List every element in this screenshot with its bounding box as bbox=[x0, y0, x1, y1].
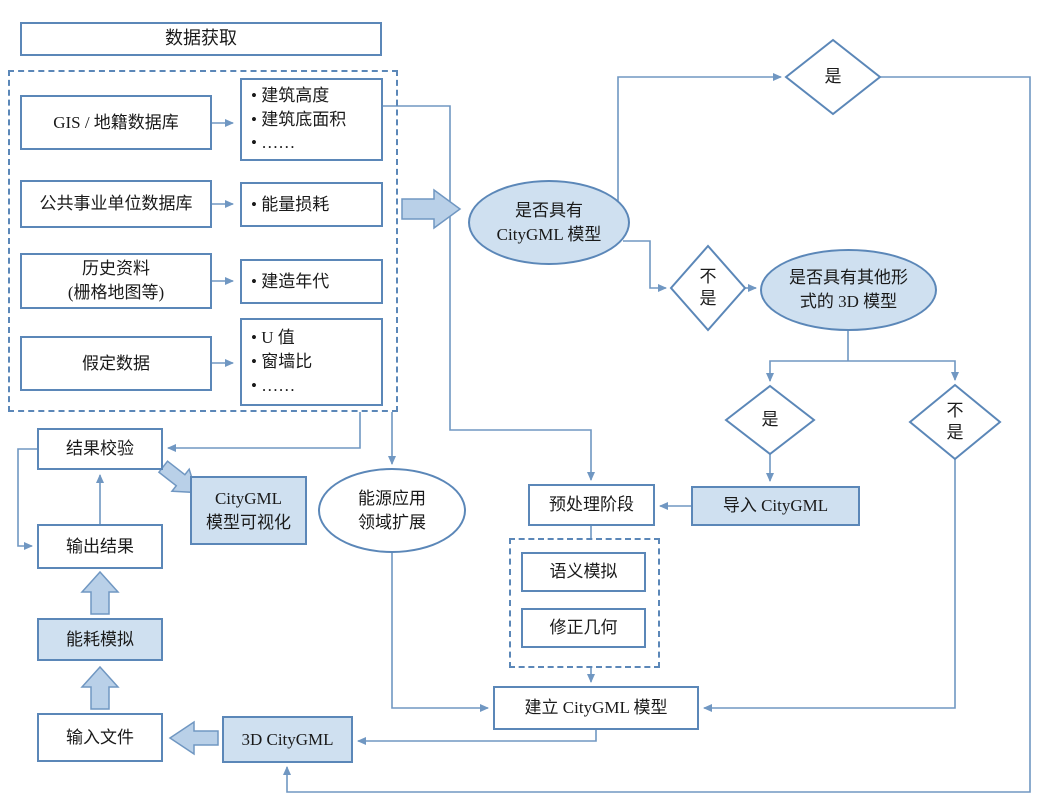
edge-energyext-to-build bbox=[391, 553, 489, 712]
decision-diamond-yes-lower bbox=[724, 384, 816, 456]
thick-arrow-inputfile-to-energysim bbox=[80, 665, 120, 710]
node-build-citygml-model: 建立 CityGML 模型 bbox=[493, 686, 699, 730]
node-semantic-simulation: 语义模拟 bbox=[521, 552, 646, 592]
node-output-result: 输出结果 bbox=[37, 524, 163, 569]
decision-diamond-no-mid bbox=[669, 244, 747, 332]
node-has-citygml: 是否具有 CityGML 模型 bbox=[468, 180, 630, 265]
decision-diamond-yes-top bbox=[784, 38, 882, 116]
node-import-citygml: 导入 CityGML bbox=[691, 486, 860, 526]
node-assumed-data: 假定数据 bbox=[20, 336, 212, 391]
edge-yestop-to-3dcitygml bbox=[283, 76, 1031, 793]
node-result-check: 结果校验 bbox=[37, 428, 163, 470]
edge-other3d-to-yes bbox=[766, 360, 848, 382]
node-gis-database: GIS / 地籍数据库 bbox=[20, 95, 212, 150]
thick-arrow-resultcheck-to-vis bbox=[157, 460, 198, 494]
node-gis-items: • 建筑高度 • 建筑底面积 • …… bbox=[240, 78, 383, 161]
node-citygml-visualization: CityGML 模型可视化 bbox=[190, 476, 307, 545]
node-data-acquisition: 数据获取 bbox=[20, 22, 382, 56]
label-decision-yes-lower: 是 bbox=[761, 410, 779, 430]
node-fix-geometry: 修正几何 bbox=[521, 608, 646, 648]
edge-other3d-to-no bbox=[848, 360, 959, 381]
thick-arrow-data-to-hascitygml bbox=[401, 188, 462, 230]
node-history-docs: 历史资料 (栅格地图等) bbox=[20, 253, 212, 309]
edge-resultcheck-loop-to-output bbox=[17, 448, 37, 550]
preprocess-steps-group bbox=[509, 538, 660, 668]
thick-arrow-energysim-to-output bbox=[80, 570, 120, 615]
node-preprocess-stage: 预处理阶段 bbox=[528, 484, 655, 526]
node-energy-simulation: 能耗模拟 bbox=[37, 618, 163, 661]
node-has-other-3d: 是否具有其他形 式的 3D 模型 bbox=[760, 249, 937, 331]
label-decision-no-mid: 不 是 bbox=[699, 266, 717, 308]
label-decision-no-lower: 不 是 bbox=[946, 400, 964, 442]
edge-data-to-resultcheck bbox=[167, 412, 361, 452]
thick-arrow-3dcitygml-to-inputfile bbox=[168, 720, 219, 756]
decision-diamond-no-lower bbox=[908, 383, 1002, 461]
node-history-items: • 建造年代 bbox=[240, 259, 383, 304]
edge-build-to-3dcitygml bbox=[357, 730, 597, 745]
edge-hascitygml-yes-branch bbox=[617, 73, 782, 204]
node-utility-items: • 能量损耗 bbox=[240, 182, 383, 227]
edge-data-to-preprocess bbox=[383, 105, 595, 481]
node-assumed-items: • U 值 • 窗墙比 • …… bbox=[240, 318, 383, 406]
node-3d-citygml: 3D CityGML bbox=[222, 716, 353, 763]
edge-hascitygml-no-branch bbox=[623, 240, 667, 292]
node-energy-domain-extension: 能源应用 领域扩展 bbox=[318, 468, 466, 553]
node-input-file: 输入文件 bbox=[37, 713, 163, 762]
node-utility-database: 公共事业单位数据库 bbox=[20, 180, 212, 228]
edge-no2-to-build bbox=[703, 459, 956, 712]
data-sources-group bbox=[8, 70, 398, 412]
label-decision-yes-top: 是 bbox=[824, 67, 842, 87]
